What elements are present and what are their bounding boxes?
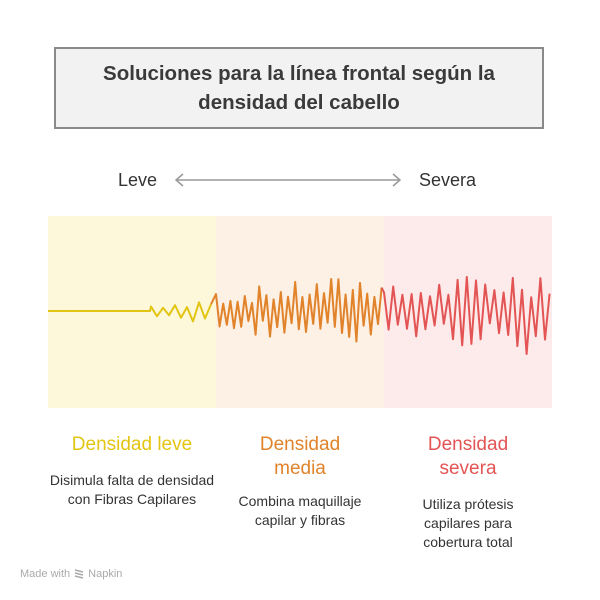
heading-severa: Densidad severa <box>427 434 509 479</box>
waveform-leve <box>48 301 212 323</box>
footer-text: Made with <box>20 568 71 580</box>
description-leve: Disimula falta de densidad con Fibras Ca… <box>49 472 215 507</box>
scale-left-label: Leve <box>118 170 158 190</box>
footer-brand: Napkin <box>88 568 123 580</box>
double-arrow-icon <box>174 173 402 187</box>
waveform-media <box>210 278 383 343</box>
napkin-logo-icon <box>74 569 84 579</box>
description-media: Combina maquillaje capilar y fibras <box>238 493 362 528</box>
waveform-severa <box>380 276 551 355</box>
description-severa: Utiliza prótesis capilares para cobertur… <box>422 496 514 550</box>
footer: Made with Napkin <box>20 568 122 580</box>
page-title: Soluciones para la línea frontal según l… <box>54 47 544 129</box>
scale-right-label: Severa <box>419 170 477 190</box>
heading-media: Densidad media <box>259 434 341 479</box>
heading-leve: Densidad leve <box>71 434 193 455</box>
